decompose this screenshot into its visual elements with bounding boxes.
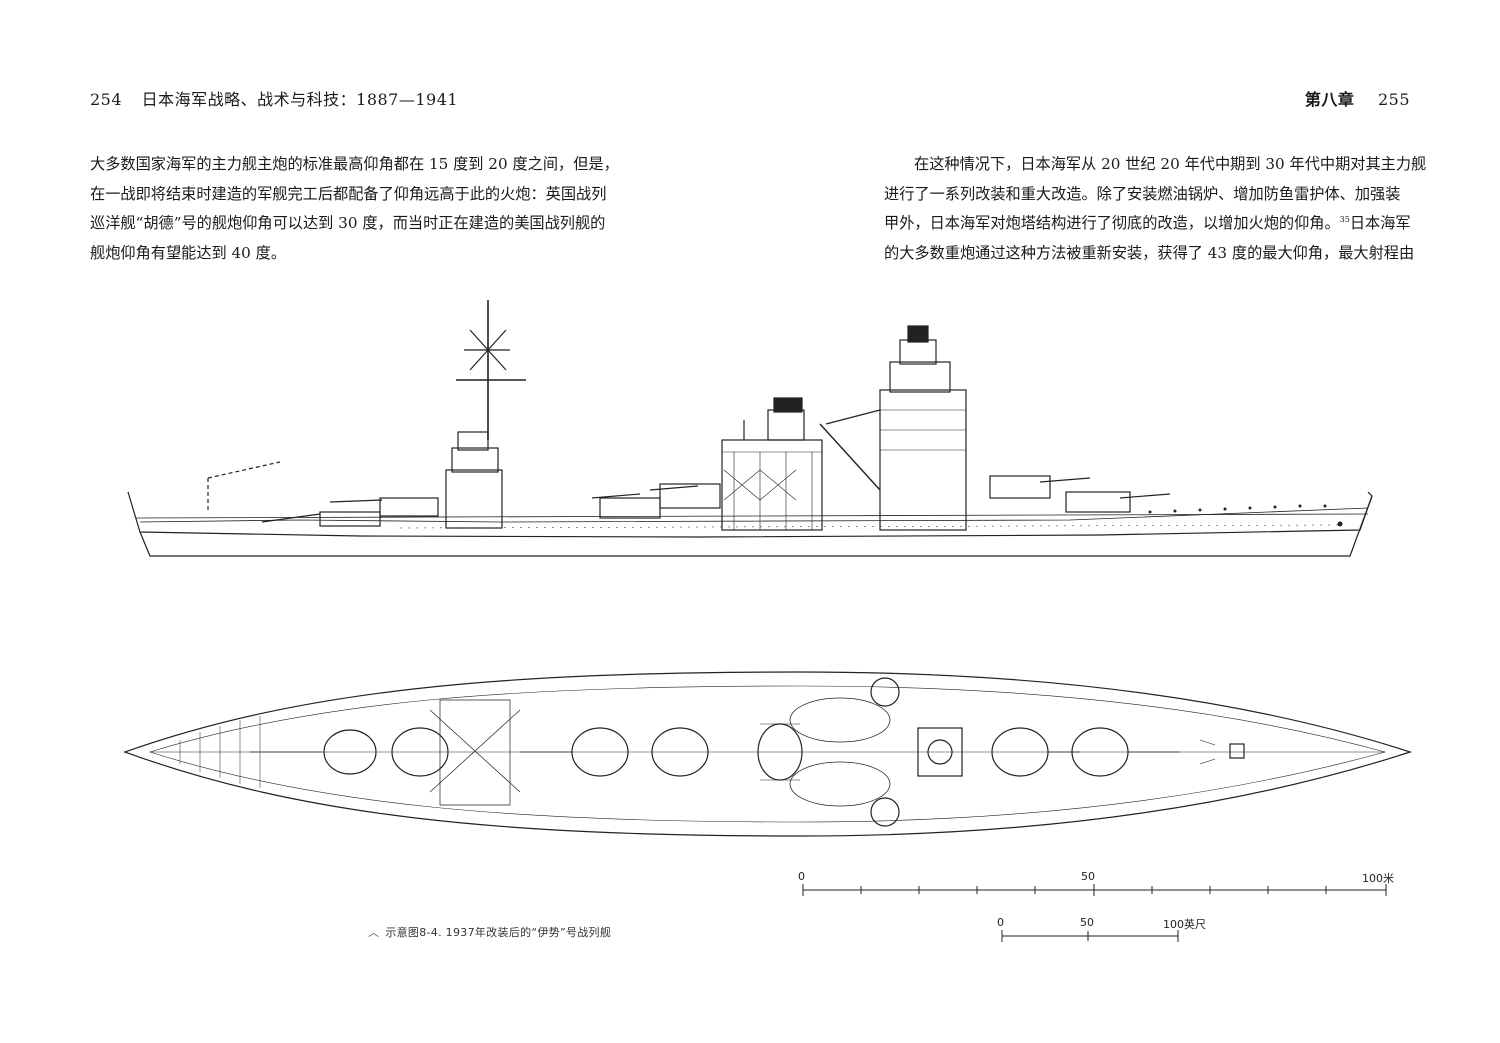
left-line: 大多数国家海军的主力舰主炮的标准最高仰角都在 15 度到 20 度之间，但是， bbox=[90, 155, 619, 173]
portholes bbox=[1148, 504, 1343, 527]
left-line: 舰炮仰角有望能达到 40 度。 bbox=[90, 243, 287, 262]
right-line: 的大多数重炮通过这种方法被重新安装，获得了 43 度的最大仰角，最大射程由 bbox=[884, 243, 1415, 262]
footnote-marker: 35 bbox=[1339, 214, 1350, 224]
scale-ft-label-0: 0 bbox=[997, 916, 1004, 929]
page-number-left: 254 bbox=[90, 90, 123, 109]
side-profile-drawing bbox=[127, 300, 1373, 557]
figure-caption: ︿ 示意图8-4. 1937年改装后的“伊势”号战列舰 bbox=[368, 924, 611, 940]
scale-m-label-0: 0 bbox=[798, 870, 805, 883]
caption-mark: ︿ bbox=[368, 926, 380, 939]
chapter-title: 第八章 bbox=[1304, 90, 1355, 109]
scale-m-label-100: 100米 bbox=[1362, 872, 1394, 885]
page-number-right: 255 bbox=[1377, 90, 1410, 109]
running-header-right: 第八章 255 bbox=[1305, 86, 1410, 110]
right-paragraph: 在这种情况下，日本海军从 20 世纪 20 年代中期到 30 年代中期对其主力舰… bbox=[884, 150, 1427, 268]
left-line: 在一战即将结束时建造的军舰完工后都配备了仰角远高于此的火炮：英国战列 bbox=[90, 184, 607, 203]
scale-ft-label-50: 50 bbox=[1080, 916, 1094, 929]
left-paragraph: 大多数国家海军的主力舰主炮的标准最高仰角都在 15 度到 20 度之间，但是， … bbox=[90, 150, 619, 268]
right-line-text: 甲外，日本海军对炮塔结构进行了彻底的改造，以增加火炮的仰角。 bbox=[884, 214, 1340, 232]
scale-ft-label-100: 100英尺 bbox=[1163, 918, 1206, 931]
scale-bar-meters bbox=[802, 884, 1387, 896]
left-line: 巡洋舰“胡德”号的舰炮仰角可以达到 30 度，而当时正在建造的美国战列舰的 bbox=[90, 214, 606, 232]
right-line: 在这种情况下，日本海军从 20 世纪 20 年代中期到 30 年代中期对其主力舰 bbox=[914, 155, 1427, 173]
right-line: 甲外，日本海军对炮塔结构进行了彻底的改造，以增加火炮的仰角。35日本海军 bbox=[884, 209, 1411, 239]
right-line-text: 日本海军 bbox=[1349, 214, 1411, 232]
scale-bar-feet bbox=[1001, 930, 1179, 942]
running-header-left: 254 日本海军战略、战术与科技：1887—1941 bbox=[90, 86, 458, 110]
book-title: 日本海军战略、战术与科技：1887—1941 bbox=[141, 90, 459, 109]
scale-m-label-50: 50 bbox=[1081, 870, 1095, 883]
plan-view-drawing bbox=[123, 671, 1412, 837]
caption-text: 示意图8-4. 1937年改装后的“伊势”号战列舰 bbox=[385, 926, 612, 939]
right-line: 进行了一系列改装和重大改造。除了安装燃油锅炉、增加防鱼雷护体、加强装 bbox=[884, 184, 1401, 203]
